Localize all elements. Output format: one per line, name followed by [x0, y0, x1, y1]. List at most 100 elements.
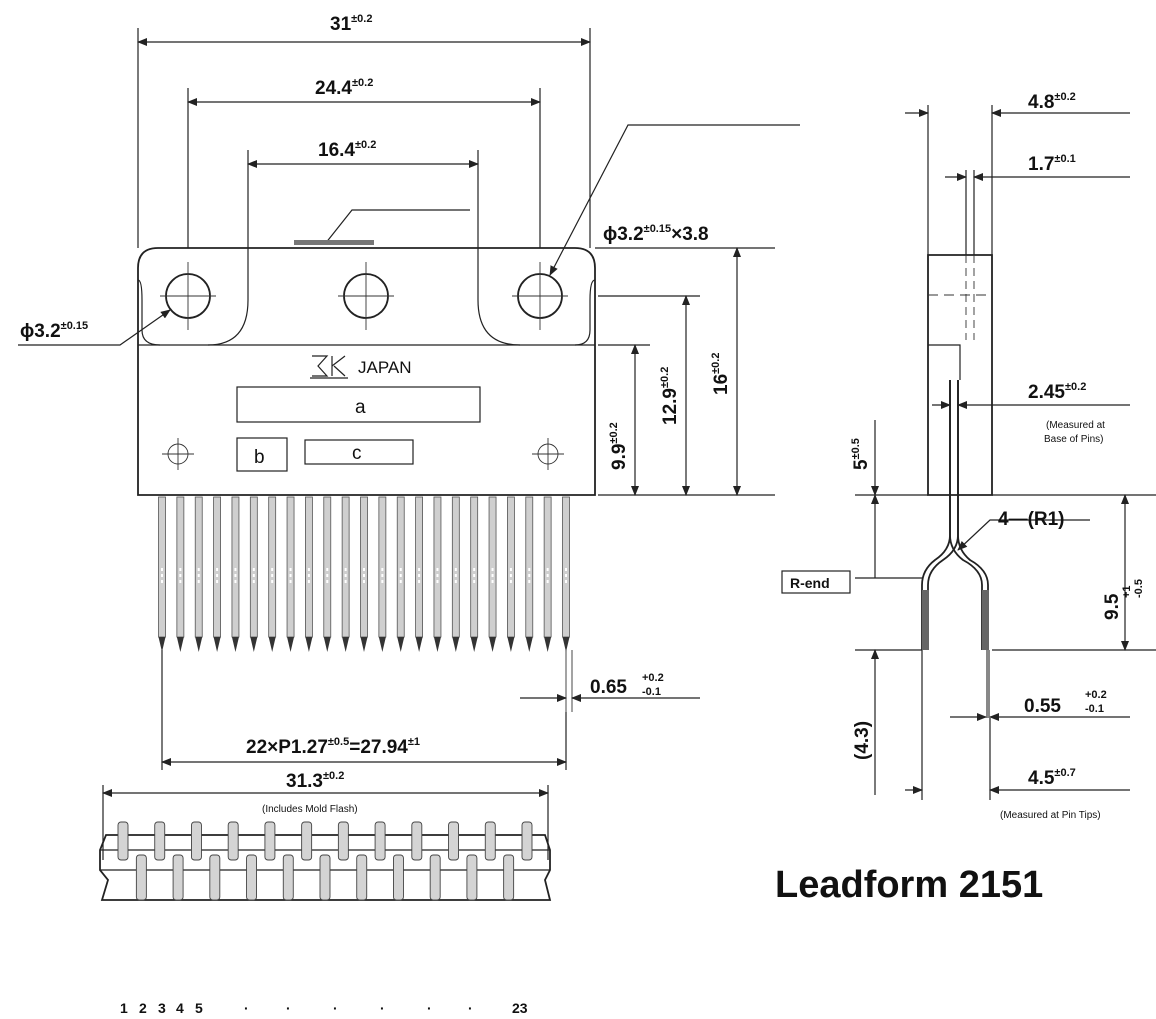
- bottom-pin: [448, 821, 459, 861]
- note-pin-base-1: (Measured at: [1046, 420, 1105, 431]
- bottom-pin: [466, 854, 478, 901]
- pin-lead: [213, 496, 221, 638]
- pin-lead: [433, 496, 442, 638]
- pin-lead: [176, 496, 185, 638]
- bottom-pin: [521, 821, 533, 861]
- dim-9-5-upper: +1: [1121, 585, 1133, 598]
- pin-lead: [231, 496, 240, 638]
- pin-tip: [397, 637, 405, 652]
- pin-lead: [268, 496, 277, 638]
- bottom-pin: [117, 821, 129, 861]
- dim-16-4: 16.4±0.2: [318, 139, 376, 161]
- bottom-view: 31.3±0.2 (Includes Mold Flash) 1 2 3 4 5…: [99, 770, 552, 1016]
- pin-label: ·: [244, 1000, 249, 1016]
- bottom-pin: [429, 854, 441, 901]
- pin-tip: [158, 637, 166, 652]
- bottom-pin: [227, 821, 239, 861]
- r-end-label: R-end: [790, 575, 830, 591]
- drawing-title: Leadform 2151: [775, 864, 1043, 906]
- label-c: c: [352, 443, 362, 464]
- pin-label: ·: [468, 1000, 473, 1016]
- bottom-pin: [246, 854, 257, 901]
- bottom-pin: [172, 854, 184, 901]
- pin-lead: [488, 496, 497, 638]
- pin-lead: [451, 496, 460, 638]
- pin-label: 2: [139, 1000, 147, 1016]
- pin-lead: [323, 496, 332, 638]
- pin-label: 3: [158, 1000, 166, 1016]
- bottom-pin: [411, 821, 423, 861]
- dim-9-5-lower: -0.5: [1133, 579, 1145, 598]
- dim-pitch: 22×P1.27±0.5=27.94±1: [246, 736, 420, 758]
- pin-tip: [544, 637, 552, 652]
- dim-2-45: 2.45±0.2: [1028, 381, 1086, 403]
- pin-lead: [396, 496, 405, 638]
- dim-1-7: 1.7±0.1: [1028, 153, 1076, 175]
- pin-lead: [286, 496, 295, 638]
- dim-0-55-lower: -0.1: [1085, 703, 1104, 715]
- pin-lead: [378, 496, 387, 638]
- dim-4-3: (4.3): [852, 721, 873, 760]
- pin-tip: [415, 637, 423, 652]
- dim-0-55-upper: +0.2: [1085, 689, 1107, 701]
- dim-16: 16±0.2: [710, 353, 732, 395]
- bottom-pin: [484, 821, 496, 861]
- pin-label: ·: [380, 1000, 385, 1016]
- bottom-pin: [191, 821, 202, 861]
- note-tip: (Measured at Pin Tips): [1000, 810, 1101, 821]
- pin-array: [158, 496, 570, 652]
- pin-tip: [250, 637, 258, 652]
- pin-tip: [176, 637, 184, 652]
- label-a: a: [355, 397, 366, 418]
- dim-slot: ϕ3.2±0.15×3.8: [603, 223, 709, 245]
- bottom-pin: [282, 854, 294, 901]
- bottom-pin: [337, 821, 349, 861]
- pin-tip: [213, 637, 221, 652]
- pin-lead: [470, 496, 479, 638]
- pin-tip: [470, 637, 478, 652]
- bottom-pin: [154, 821, 166, 861]
- pin-tip: [305, 637, 313, 652]
- pin-tip: [507, 637, 515, 652]
- dim-31-3: 31.3±0.2: [286, 770, 344, 792]
- note-mold-flash: (Includes Mold Flash): [262, 804, 358, 815]
- pin-tip: [378, 637, 386, 652]
- note-pin-base-2: Base of Pins): [1044, 434, 1103, 445]
- dim-0-55: 0.55: [1024, 696, 1061, 717]
- dim-4-8: 4.8±0.2: [1028, 91, 1076, 113]
- dim-pin-width-lower: -0.1: [642, 686, 661, 698]
- pin-tip: [433, 637, 441, 652]
- pin-lead: [158, 496, 166, 638]
- front-view: 31±0.2 24.4±0.2 16.4±0.2: [18, 13, 800, 770]
- bottom-pin: [503, 854, 515, 901]
- bottom-pin: [301, 821, 313, 861]
- pin-tip: [287, 637, 295, 652]
- bottom-pin-array: [117, 821, 533, 901]
- pin-lead: [341, 496, 350, 638]
- dim-24-4: 24.4±0.2: [315, 77, 373, 99]
- pin-tip: [489, 637, 497, 652]
- pin-tip: [323, 637, 331, 652]
- sk-logo: [310, 355, 348, 379]
- pin-label: ·: [286, 1000, 291, 1016]
- pin-labels: 1 2 3 4 5 · · · · · · 23: [120, 1000, 528, 1016]
- pin-tip: [452, 637, 460, 652]
- bottom-pin: [209, 854, 221, 901]
- dim-4-5: 4.5±0.7: [1028, 767, 1076, 789]
- pin-label: 1: [120, 1000, 128, 1016]
- bottom-pin: [264, 821, 276, 861]
- pin-label: ·: [333, 1000, 338, 1016]
- dim-9-9: 9.9±0.2: [608, 422, 630, 470]
- pin-lead: [360, 496, 368, 638]
- bottom-pin: [135, 854, 147, 901]
- marking-japan: JAPAN: [358, 358, 412, 377]
- side-view: 4.8±0.2 1.7±0.1 2.45±0.2 (Measured at Ba…: [781, 91, 1156, 821]
- dim-9-5: 9.5: [1102, 593, 1123, 620]
- pin-lead: [305, 496, 313, 638]
- bottom-pin: [356, 854, 368, 901]
- pin-lead: [507, 496, 515, 638]
- pin-lead: [525, 496, 534, 638]
- pin-label: ·: [427, 1000, 432, 1016]
- bottom-pin: [319, 854, 331, 901]
- pin-label: 5: [195, 1000, 203, 1016]
